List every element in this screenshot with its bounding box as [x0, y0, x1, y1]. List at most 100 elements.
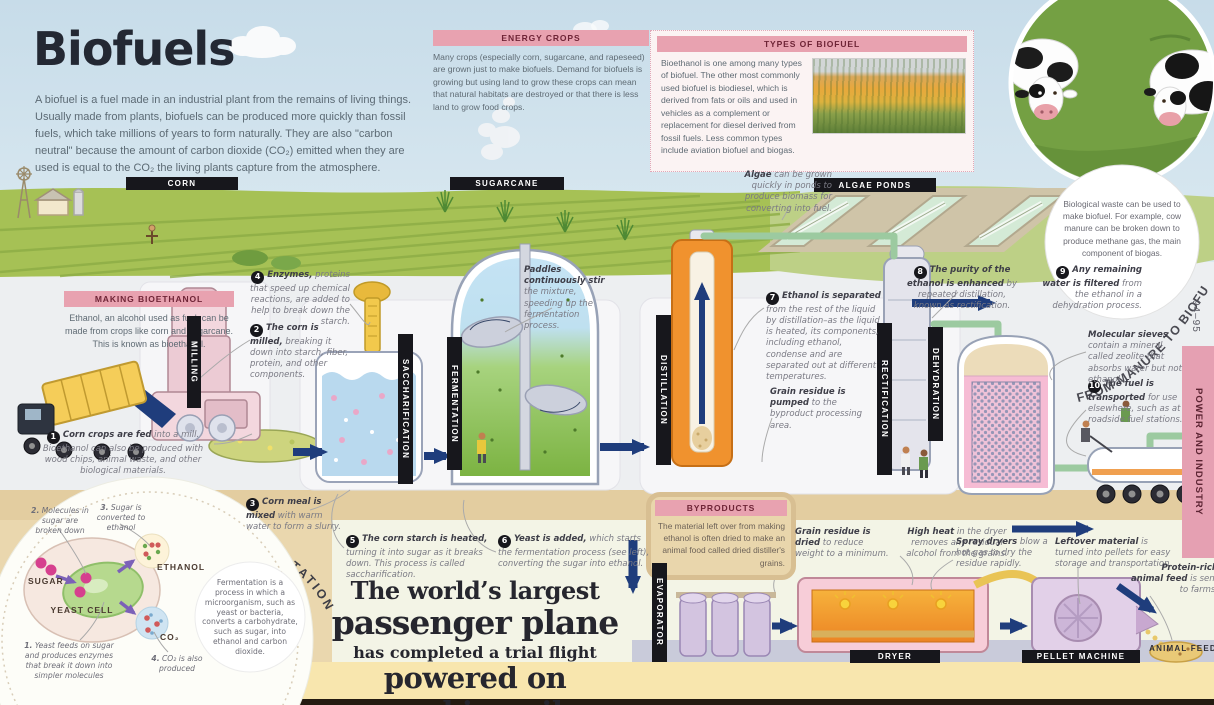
paddles-text: the mixture, speeding up the fermentatio…	[524, 287, 593, 332]
label-co2: CO₂	[160, 632, 180, 642]
step-2-bold: The corn is milled,	[250, 323, 319, 347]
step-3-text: with warm water to form a slurry.	[246, 510, 341, 532]
high-heat-bold: High heat	[907, 527, 955, 537]
step-5-badge: 5	[346, 534, 359, 548]
manure-circle-note: Biological waste can be used to make bio…	[1062, 199, 1182, 258]
step-7-bold: Ethanol is separated	[782, 291, 881, 301]
step-8-badge: 8	[913, 265, 927, 279]
stage-label-evaporator: EVAPORATOR	[652, 563, 667, 662]
workers	[477, 400, 1130, 478]
ferm-step-3: 3. Sugar is converted to ethanol	[92, 503, 150, 533]
step-5-text: turning it into sugar as it breaks down.…	[346, 547, 483, 581]
spray-dryers-bold: Spray dryers	[956, 537, 1018, 547]
evaporator-machine	[676, 592, 776, 657]
stage-label-power-and-industry: POWER AND INDUSTRY	[1182, 346, 1214, 558]
paddles-note: Paddles continuously stir the mixture, s…	[524, 265, 612, 332]
grain-dried-text: to reduce weight to a minimum.	[795, 538, 889, 560]
step-8-text: by repeated distillation, known as recti…	[913, 278, 1017, 312]
ferm-step-3-text: Sugar is converted to ethanol	[96, 503, 146, 532]
byproducts-box: BYPRODUCTS The material left over from m…	[646, 492, 796, 580]
label-ethanol: ETHANOL	[157, 562, 206, 572]
step-10-badge: 10	[1088, 379, 1101, 393]
protein-feed-note: Protein-rich animal feed is sent to farm…	[1130, 563, 1214, 597]
step-10-text: for use elsewhere, such as at roadside f…	[1088, 392, 1183, 426]
algae-bold: Algae	[744, 170, 772, 180]
protein-feed-text: is sent to farms.	[1179, 574, 1214, 596]
ferm-step-2: 2. Molecules in sugar are broken down	[28, 506, 92, 536]
cow-photo	[1008, 0, 1214, 320]
making-bioethanol-body: Ethanol, an alcohol used as fuel, can be…	[64, 313, 234, 350]
fermentation-definition: Fermentation is a process in which a mic…	[202, 578, 298, 657]
page-title: Biofuels	[33, 22, 236, 76]
protein-feed-bold: Protein-rich animal feed	[1130, 563, 1214, 585]
energy-crops-box: ENERGY CROPS Many crops (especially corn…	[433, 30, 649, 113]
byproducts-title: BYPRODUCTS	[655, 500, 787, 516]
stage-label-sugarcane: SUGARCANE	[450, 177, 564, 190]
slurry-tank	[315, 281, 423, 483]
leader-lines	[199, 204, 1173, 641]
corn-truck	[17, 360, 176, 461]
fermentation-circle-diagram	[0, 476, 314, 705]
stage-label-saccharification: SACCHARIFICATION	[398, 334, 413, 484]
step-4-badge: 4	[251, 270, 265, 284]
ferm-step-4: 4. CO₂ is also produced	[146, 654, 208, 674]
leftover-text: is turned into pellets for easy storage …	[1055, 537, 1173, 570]
types-of-biofuel-box: TYPES OF BIOFUEL Bioethanol is one among…	[650, 30, 974, 172]
step-4-text: proteins that speed up chemical reaction…	[249, 270, 350, 328]
step-7-text: from the rest of the liquid by distillat…	[766, 304, 880, 383]
dehydration-tank	[957, 334, 1055, 495]
grain-pumped-note: Grain residue is pumped to the byproduct…	[770, 387, 865, 432]
stage-label-animal-feed: ANIMAL FEED	[1149, 644, 1214, 653]
step-3-bold: Corn meal is mixed	[246, 497, 322, 521]
farm-buildings	[16, 166, 158, 244]
ferm-step-1-num: 1.	[24, 641, 33, 650]
algae-note: Algae can be grown quickly in ponds to p…	[722, 170, 832, 215]
news-headline: The world’s largest passenger plane has …	[322, 576, 628, 705]
byproducts-body: The material left over from making ethan…	[657, 521, 785, 568]
step-8-bold: The purity of the ethanol is enhanced	[907, 265, 1011, 289]
headline-line-1: The world’s largest	[350, 576, 600, 605]
step-6-bold: Yeast is added,	[514, 534, 587, 544]
page-number: 94–95	[1190, 300, 1201, 333]
ferm-step-2-num: 2.	[31, 506, 40, 515]
stage-label-distillation: DISTILLATION	[656, 315, 671, 465]
step-1-text: into a mill. Bioethanol can also be prod…	[42, 430, 204, 477]
step-6-badge: 6	[498, 534, 511, 548]
spray-dryers-note: Spray dryers blow a hot gas to dry the r…	[956, 537, 1061, 571]
grain-dried-bold: Grain residue is dried	[795, 527, 871, 549]
grain-dried-note: Grain residue is dried to reduce weight …	[795, 527, 893, 561]
stage-label-dehydration: DEHYDRATION	[928, 327, 943, 441]
clouds	[229, 20, 609, 160]
spray-dryers-text: blow a hot gas to dry the residue rapidl…	[956, 537, 1048, 570]
ferm-step-1-text: Yeast feeds on sugar and produces enzyme…	[24, 641, 114, 680]
headline-line-2: passenger plane	[331, 603, 620, 642]
ferm-step-2-text: Molecules in sugar are broken down	[35, 506, 89, 535]
step-4-bold: Enzymes,	[267, 270, 313, 280]
stage-label-algae-ponds: ALGAE PONDS	[814, 178, 936, 192]
ferm-step-4-num: 4.	[151, 654, 160, 663]
making-bioethanol-title: MAKING BIOETHANOL	[64, 291, 234, 307]
step-1-badge: 1	[46, 430, 60, 444]
distillation-column	[671, 229, 733, 467]
flow-arrows	[293, 295, 1157, 634]
molecular-sieves-bold: Molecular sieves	[1088, 330, 1168, 340]
stage-label-fermentation: FERMENTATION	[447, 337, 462, 470]
step-5-bold: The corn starch is heated,	[362, 534, 488, 544]
molecular-sieves-note: Molecular sieves contain a mineral calle…	[1088, 330, 1188, 386]
label-sugar: SUGAR	[28, 576, 64, 586]
stage-label-dryer: DRYER	[850, 650, 940, 663]
energy-crops-title: ENERGY CROPS	[433, 30, 649, 46]
energy-crops-body: Many crops (especially corn, sugarcane, …	[433, 52, 645, 112]
ferm-step-4-text: CO₂ is also produced	[159, 654, 203, 673]
step-7-badge: 7	[766, 291, 779, 305]
